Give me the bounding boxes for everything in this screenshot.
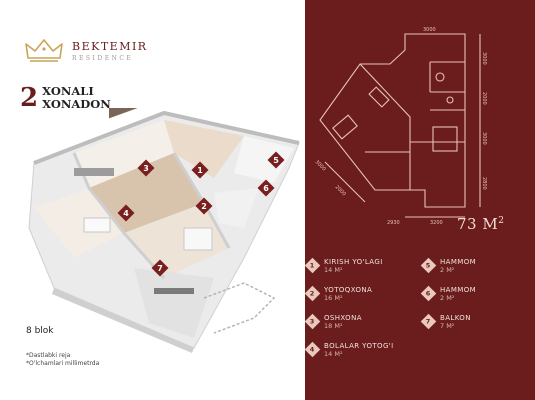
dim-top: 3000 <box>423 27 436 33</box>
legend-room-size: 2 M² <box>440 294 455 303</box>
dim-right-3: 3000 <box>481 132 487 145</box>
dim-right-4: 2800 <box>481 177 487 190</box>
brand-name: BEKTEMIR <box>72 40 148 53</box>
iso-marker-diamond <box>151 259 169 277</box>
note-preliminary: *Dastlabki reja <box>26 352 71 359</box>
legend-number: 5 <box>426 261 431 270</box>
total-area: 73 M2 <box>457 215 504 233</box>
iso-marker-7: 7 <box>151 259 169 277</box>
legend-room-name: KIRISH YO'LAGI <box>324 258 383 266</box>
dim-bottom-1: 2930 <box>387 220 400 226</box>
legend-number: 2 <box>310 289 315 298</box>
notes: *Dastlabki reja *O'lchamlari millimetrda <box>26 352 99 368</box>
legend-number: 7 <box>426 317 431 326</box>
block-label: 8 blok <box>26 326 54 336</box>
crown-icon <box>25 39 63 62</box>
legend-badge: 3 <box>304 313 321 330</box>
legend-room-size: 18 M² <box>324 322 343 331</box>
dim-right-1: 3000 <box>481 52 487 65</box>
legend-room-name: HAMMOM <box>440 286 477 294</box>
legend-room-name: BALKON <box>440 314 471 322</box>
iso-marker-number: 3 <box>143 164 149 173</box>
legend-badge: 7 <box>420 313 437 330</box>
legend-room-name: HAMMOM <box>440 258 477 266</box>
dim-left-1: 3000 <box>314 159 327 172</box>
title-line1: XONALI <box>42 84 94 98</box>
legend-room-size: 16 M² <box>324 294 343 303</box>
legend-number: 1 <box>310 261 315 270</box>
legend-badge: 1 <box>304 257 321 274</box>
iso-marker-number: 7 <box>157 264 163 273</box>
title-number: 2 <box>20 83 39 114</box>
dim-right-2: 2000 <box>481 92 487 105</box>
legend-number: 6 <box>426 289 431 298</box>
legend-room-size: 2 M² <box>440 266 455 275</box>
legend-room-name: YOTOQXONA <box>324 286 373 294</box>
iso-marker-number: 6 <box>263 184 269 193</box>
area-value: 73 M <box>457 215 499 233</box>
isometric-floor-plan: 1 2 3 4 5 6 7 <box>28 108 300 353</box>
brand-logo: BEKTEMIR RESIDENCE <box>24 38 148 64</box>
iso-marker-number: 1 <box>197 166 203 175</box>
legend-badge: 6 <box>420 285 437 302</box>
legend-room-size: 14 M² <box>324 266 343 275</box>
dim-left-2: 2000 <box>334 184 347 197</box>
legend-room-size: 7 M² <box>440 322 455 331</box>
right-panel <box>305 0 535 400</box>
area-unit: 2 <box>498 216 505 226</box>
legend-room-name: OSHXONA <box>324 314 362 322</box>
title-line2: XONADON <box>42 97 111 112</box>
legend-number: 4 <box>310 345 315 354</box>
legend-badge: 2 <box>304 285 321 302</box>
legend-room-size: 14 M² <box>324 350 343 359</box>
legend-badge: 5 <box>420 257 437 274</box>
dim-bottom-2: 3200 <box>430 220 443 226</box>
iso-marker-number: 5 <box>273 156 279 165</box>
brand-subtitle: RESIDENCE <box>72 55 134 62</box>
legend-room-name: BOLALAR YOTOG'I <box>324 342 394 350</box>
iso-marker-number: 2 <box>201 202 207 211</box>
floor-plan-2d: 3000 3000 2000 3000 2800 3000 2000 2930 … <box>314 27 487 226</box>
iso-marker-number: 4 <box>123 209 129 218</box>
legend-number: 3 <box>310 317 315 326</box>
legend-badge: 4 <box>304 341 321 358</box>
page-title: 2 XONALI XONADON <box>20 83 111 114</box>
note-millimeters: *O'lchamlari millimetrda <box>26 360 100 368</box>
